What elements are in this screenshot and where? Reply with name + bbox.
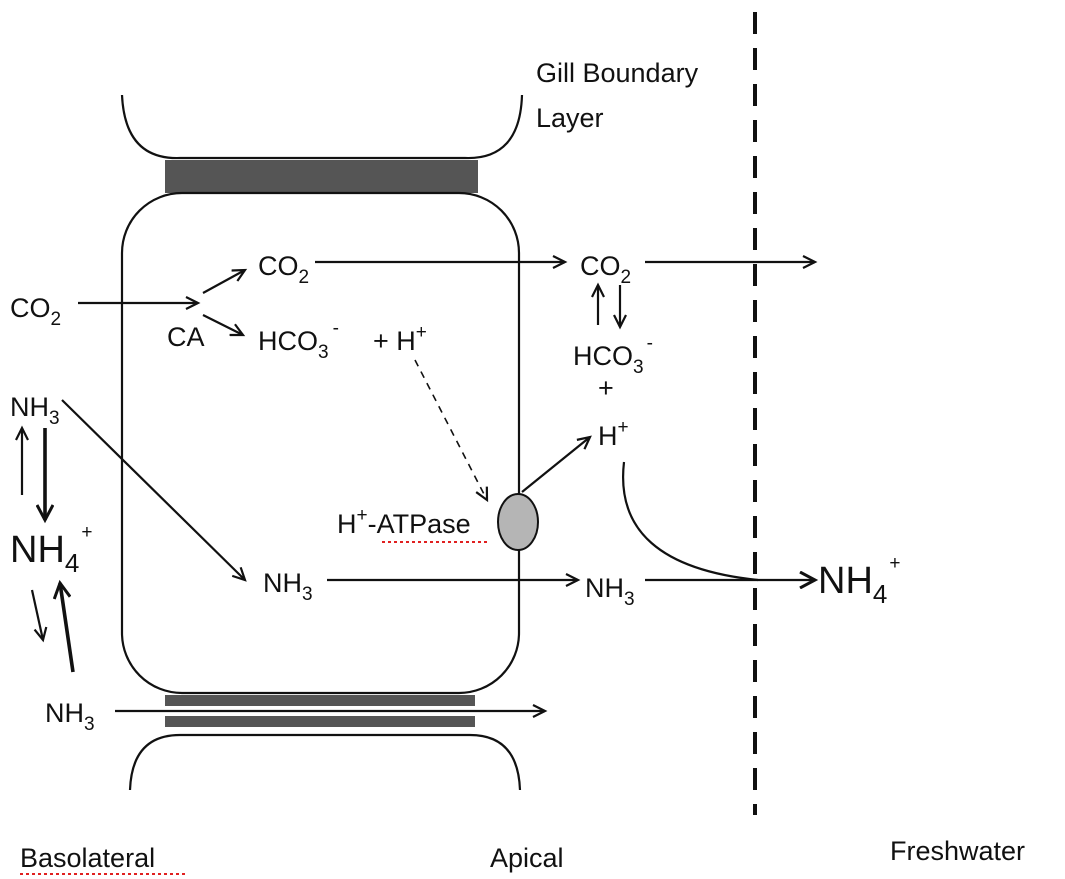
nh3-basolateral-bottom: NH3 <box>45 698 95 735</box>
arrow-nh3-diagonal <box>61 399 247 582</box>
nh4-freshwater: NH4+ <box>818 553 900 609</box>
tight-junction-top <box>165 160 478 193</box>
hco3-boundary: HCO3- <box>573 333 653 378</box>
arrow-h-curve-to-nh4 <box>622 461 759 582</box>
gill-boundary-label-line1: Gill Boundary <box>536 58 699 88</box>
h-atpase-label: H+-ATPase <box>337 505 471 539</box>
plus-h-cell: + H+ <box>373 322 427 356</box>
apical-label: Apical <box>490 843 564 873</box>
gill-boundary-label-line2: Layer <box>536 103 604 133</box>
arrow-atpase-to-h <box>521 435 592 493</box>
upper-neighbor-cell <box>120 94 524 160</box>
arrow-ca-to-hco3 <box>202 314 246 337</box>
nh4-basolateral: NH4+ <box>10 522 92 578</box>
tight-junction-bottom-1 <box>165 695 475 706</box>
arrow-ca-to-co2 <box>202 268 248 294</box>
nh3-cell: NH3 <box>263 568 313 605</box>
hco3-cell: HCO3- <box>258 318 339 363</box>
arrow-nh4-to-nh3-down <box>30 589 48 643</box>
ca-label: CA <box>167 322 205 352</box>
arrow-h-to-atpase-dashed <box>414 359 489 503</box>
basolateral-label: Basolateral <box>20 843 155 873</box>
h-boundary: H+ <box>598 417 629 451</box>
tight-junction-bottom-2 <box>165 716 475 727</box>
plus-boundary: + <box>598 373 614 403</box>
co2-boundary: CO2 <box>580 251 631 288</box>
nh3-basolateral-top: NH3 <box>10 392 60 429</box>
arrow-nh3-to-nh4-up <box>60 583 75 673</box>
lower-neighbor-cell <box>128 733 522 791</box>
nh3-boundary: NH3 <box>585 573 635 610</box>
gill-cell <box>120 191 521 695</box>
h-atpase-pump <box>497 493 539 551</box>
freshwater-label: Freshwater <box>890 836 1025 866</box>
co2-cell: CO2 <box>258 251 309 288</box>
co2-basolateral: CO2 <box>10 293 61 330</box>
